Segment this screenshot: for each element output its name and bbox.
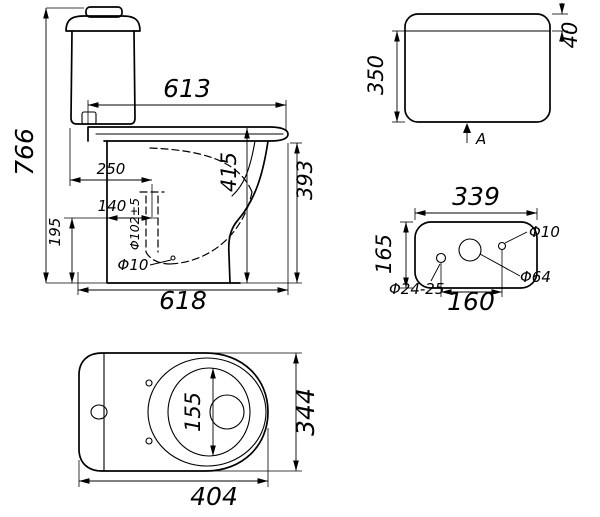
label-fixing-hole-diameter: Φ10 xyxy=(118,256,149,274)
cistern-top-dimension-lines xyxy=(403,210,537,295)
lid-button-top xyxy=(90,404,108,420)
label-outlet-diameter: Φ102±5 xyxy=(127,198,142,250)
label-hole-left: Φ24-25 xyxy=(389,280,444,298)
pan-top-view: 344 404 155 xyxy=(78,352,320,511)
label-outlet-center-height: 195 xyxy=(46,218,64,247)
label-opening-width: 155 xyxy=(181,392,205,432)
label-pan-width: 344 xyxy=(291,388,320,436)
leader-phi64 xyxy=(479,253,521,277)
label-base-depth: 618 xyxy=(159,286,207,315)
cistern-top-outline xyxy=(414,221,538,289)
label-rim-height: 393 xyxy=(293,160,317,200)
label-hole-spacing: 160 xyxy=(447,287,495,316)
label-hole-center: Φ64 xyxy=(520,268,551,286)
flush-button-side xyxy=(85,6,123,18)
side-extension-lines xyxy=(46,7,302,295)
cistern-body-side xyxy=(70,30,136,125)
label-lid-height: 40 xyxy=(558,22,582,49)
bowl-opening-outline xyxy=(167,367,251,457)
side-dimension-labels: 766 613 618 393 415 250 140 195 Φ102±5 Φ… xyxy=(10,74,317,315)
cistern-front-body xyxy=(404,13,551,123)
cistern-front-extension-lines xyxy=(392,13,568,123)
pan-top-outline xyxy=(78,352,269,472)
small-hole-right xyxy=(497,241,507,251)
flush-valve-detail xyxy=(81,111,97,125)
label-view-letter: A xyxy=(475,130,486,148)
inlet-hole-left xyxy=(435,252,447,264)
bowl-pedestal-outline xyxy=(106,140,269,284)
label-top-depth: 613 xyxy=(163,74,211,103)
foot-fixing-hole xyxy=(170,255,176,261)
view-arrow-icon xyxy=(463,123,471,133)
cistern-front-outline xyxy=(404,13,551,123)
pan-outer-outline xyxy=(78,352,269,472)
cistern-front-labels: 350 40 A xyxy=(364,22,582,148)
seat-lid-side xyxy=(87,126,289,142)
leader-phi10-top xyxy=(504,231,528,244)
label-pan-length: 404 xyxy=(190,482,238,511)
side-dimension-lines xyxy=(43,8,300,293)
cistern-top-body xyxy=(414,221,538,289)
cistern-front-view: 350 40 A xyxy=(364,3,582,148)
side-elevation-outline xyxy=(65,6,289,284)
pan-dimension-lines xyxy=(79,353,299,484)
pan-extension-lines xyxy=(78,352,302,487)
leader-phi24-25 xyxy=(430,263,441,282)
cistern-front-dimension-lines xyxy=(394,3,565,122)
flush-button-hole xyxy=(458,238,482,262)
label-seat-height: 415 xyxy=(217,152,241,192)
side-elevation-view: 766 613 618 393 415 250 140 195 Φ102±5 Φ… xyxy=(10,6,317,315)
label-hole-right: Φ10 xyxy=(529,223,560,241)
hinge-hole-lower xyxy=(145,437,153,445)
label-cistern-depth: 165 xyxy=(372,234,396,274)
trap-curve-dashed xyxy=(169,191,253,265)
trap-bottom-dashed xyxy=(145,251,171,265)
seat-ring-outline xyxy=(147,357,267,467)
cistern-top-labels: 339 165 Φ10 Φ64 Φ24-25 160 xyxy=(372,182,560,316)
label-body-height: 350 xyxy=(364,55,388,95)
leader-phi10-side xyxy=(149,259,172,266)
cistern-lid-side xyxy=(65,15,141,32)
label-overall-height: 766 xyxy=(10,128,39,176)
label-outlet-offset: 140 xyxy=(98,197,127,215)
label-outlet-setback: 250 xyxy=(97,160,126,178)
pan-labels: 344 404 155 xyxy=(181,388,320,511)
water-spot-outline xyxy=(209,394,245,430)
cistern-top-view: 339 165 Φ10 Φ64 Φ24-25 160 xyxy=(372,182,560,316)
label-cistern-width: 339 xyxy=(452,182,500,211)
hinge-hole-upper xyxy=(145,379,153,387)
